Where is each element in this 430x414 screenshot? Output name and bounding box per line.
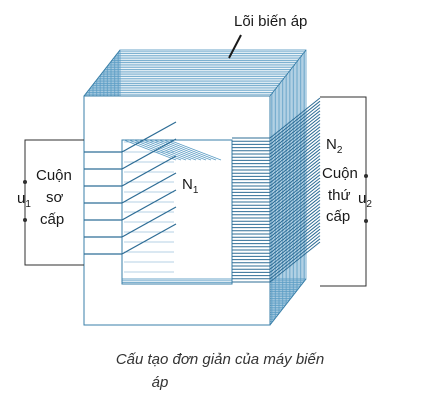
secondary-turn-diagonal	[269, 177, 321, 219]
secondary-turn-diagonal	[269, 136, 321, 177]
secondary-turn-diagonal	[269, 235, 321, 276]
n1-label: N1	[182, 176, 198, 199]
window-top-shade-line	[168, 139, 222, 161]
core-bottom-right-edge	[269, 278, 307, 326]
secondary-turn-diagonal	[269, 145, 321, 187]
u2-symbol: u	[358, 190, 367, 207]
secondary-label-line3: cấp	[326, 208, 351, 225]
u1-subscript: 1	[25, 199, 31, 210]
caption-line2: áp	[151, 374, 169, 391]
primary-terminal-bottom	[23, 218, 27, 222]
secondary-turn-diagonal	[269, 187, 321, 228]
secondary-turn-diagonal	[269, 200, 321, 241]
n2-label: N2	[326, 136, 342, 159]
u1-symbol: u	[17, 190, 26, 207]
secondary-turn-diagonal	[269, 209, 321, 251]
secondary-turn-diagonal	[269, 107, 321, 148]
secondary-turn-diagonal	[269, 110, 321, 152]
secondary-turn-diagonal	[269, 148, 321, 190]
u2-subscript: 2	[366, 199, 372, 210]
u1-label: u1	[17, 190, 31, 213]
secondary-turn-diagonal	[269, 139, 321, 180]
secondary-turn-diagonal	[269, 158, 321, 200]
window-top-shade-line	[143, 139, 197, 161]
secondary-turn-diagonal	[269, 129, 321, 171]
secondary-turn-diagonal	[269, 113, 321, 155]
secondary-turn-diagonal	[269, 100, 321, 142]
window-top-shade-line	[153, 139, 207, 161]
primary-turn-diagonal	[121, 189, 177, 221]
primary-turn-diagonal	[121, 121, 177, 153]
secondary-turn-diagonal	[269, 241, 321, 283]
secondary-turn-diagonal	[269, 222, 321, 264]
secondary-turn-diagonal	[269, 171, 321, 212]
secondary-turn-diagonal	[269, 104, 321, 145]
secondary-coil	[232, 97, 321, 283]
secondary-turn-diagonal	[269, 161, 321, 203]
core-top-left-edge	[83, 49, 121, 97]
secondary-turn-diagonal	[269, 219, 321, 260]
core-label-leader	[228, 34, 242, 59]
n1-subscript: 1	[192, 185, 199, 196]
secondary-terminal-top	[364, 174, 368, 178]
secondary-turn-diagonal	[269, 203, 321, 244]
core-label: Lõi biến áp	[234, 13, 308, 30]
secondary-turn-diagonal	[269, 132, 321, 174]
secondary-turn-diagonal	[269, 216, 321, 257]
secondary-turn-diagonal	[269, 193, 321, 235]
primary-turn-diagonal	[121, 206, 177, 238]
secondary-turn-diagonal	[269, 120, 321, 161]
caption-line1: Cấu tạo đơn giản của máy biến	[115, 351, 325, 368]
secondary-turn-diagonal	[269, 180, 321, 222]
window-top-shade-line	[123, 139, 177, 161]
primary-coil	[84, 121, 177, 255]
secondary-turn-diagonal	[269, 123, 321, 164]
secondary-turn-diagonal	[269, 116, 321, 158]
secondary-turn-diagonal	[269, 225, 321, 267]
secondary-turn-diagonal	[269, 142, 321, 184]
secondary-turn-diagonal	[269, 97, 321, 139]
window-top-shade-line	[158, 139, 212, 161]
primary-turn-diagonal	[121, 172, 177, 204]
n1-symbol: N	[182, 176, 193, 193]
window-top-shade-line	[163, 139, 217, 161]
window-top-shade-line	[133, 139, 187, 161]
secondary-label-line2: thứ	[328, 187, 351, 204]
primary-label-line2: sơ	[46, 189, 64, 206]
window-top-shade-line	[138, 139, 192, 161]
window-top-shade-line	[148, 139, 202, 161]
secondary-turn-diagonal	[269, 126, 321, 168]
n2-subscript: 2	[336, 145, 343, 156]
primary-circuit-wire	[24, 139, 84, 266]
secondary-turn-diagonal	[269, 190, 321, 232]
secondary-turn-diagonal	[269, 168, 321, 209]
primary-limb-shading	[123, 139, 222, 273]
secondary-turn-diagonal	[269, 155, 321, 196]
n2-symbol: N	[326, 136, 337, 153]
secondary-turn-diagonal	[269, 238, 321, 280]
secondary-turn-diagonal	[269, 184, 321, 225]
primary-turn-diagonal	[121, 155, 177, 187]
primary-terminal-top	[23, 180, 27, 184]
secondary-circuit-wire	[320, 96, 367, 287]
core-front-face	[83, 95, 271, 326]
core-top-right-edge	[269, 49, 307, 97]
secondary-turn-diagonal	[269, 232, 321, 273]
secondary-turn-diagonal	[269, 228, 321, 270]
primary-label-line1: Cuộn	[36, 167, 72, 184]
secondary-terminal-bottom	[364, 219, 368, 223]
secondary-turn-diagonal	[269, 212, 321, 254]
u2-label: u2	[358, 190, 372, 213]
primary-label-line3: cấp	[40, 211, 65, 228]
primary-turn-diagonal	[121, 223, 177, 255]
secondary-label-line1: Cuộn	[322, 165, 358, 182]
secondary-turn-diagonal	[269, 164, 321, 206]
secondary-turn-diagonal	[269, 196, 321, 238]
secondary-turn-diagonal	[269, 152, 321, 193]
secondary-turn-diagonal	[269, 206, 321, 248]
secondary-turn-diagonal	[269, 174, 321, 216]
primary-turn-diagonal	[121, 138, 177, 170]
